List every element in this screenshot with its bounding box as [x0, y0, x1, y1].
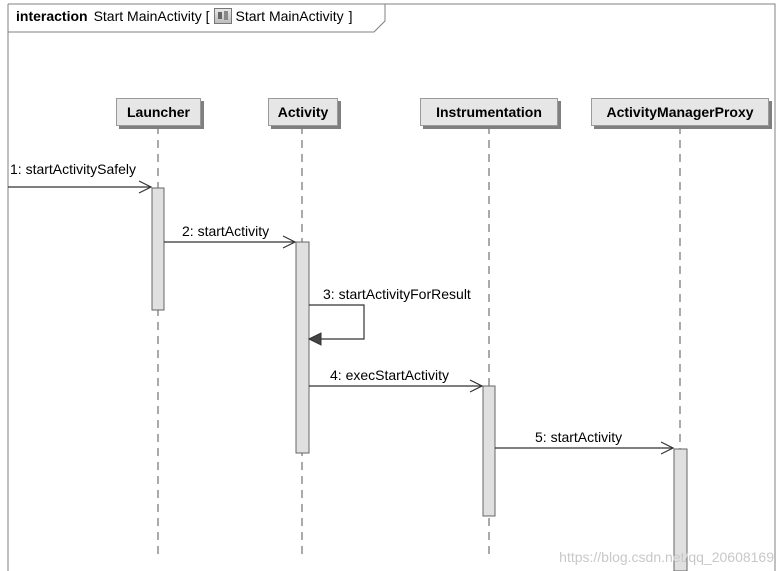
- activation-instrumentation: [482, 385, 496, 517]
- frame-border: [7, 3, 776, 571]
- message-2-label: 2: startActivity: [182, 223, 270, 239]
- frame-tab: [8, 4, 386, 33]
- lifeline-launcher: Launcher: [116, 98, 201, 126]
- message-1-label: 1: startActivitySafely: [10, 161, 137, 177]
- message-4-label: 4: execStartActivity: [330, 367, 450, 383]
- activation-amp: [673, 448, 688, 571]
- frame-close: ]: [348, 8, 353, 24]
- message-4-arrowhead: [469, 379, 484, 393]
- message-3-label: 3: startActivityForResult: [323, 286, 471, 302]
- lifeline-launcher-label: Launcher: [126, 104, 190, 120]
- watermark: https://blog.csdn.net/qq_20608169: [559, 549, 774, 565]
- lifeline-instrumentation: Instrumentation: [420, 98, 558, 126]
- activation-launcher: [151, 187, 165, 311]
- message-5-label: 5: startActivity: [535, 429, 623, 445]
- frame-keyword: interaction: [16, 8, 88, 24]
- message-2-arrowhead: [282, 235, 297, 249]
- frame-label: interaction Start MainActivity [ Start M…: [16, 8, 353, 24]
- interaction-icon: [213, 8, 232, 24]
- message-3-arrow: [309, 304, 365, 340]
- lifeline-amp: ActivityManagerProxy: [591, 98, 769, 126]
- message-1-arrowhead: [138, 180, 153, 194]
- frame-ref: Start MainActivity: [235, 8, 344, 24]
- lifeline-amp-label: ActivityManagerProxy: [606, 104, 754, 120]
- message-3-arrowhead: [307, 332, 322, 346]
- frame-name: Start MainActivity [: [93, 8, 210, 24]
- lifeline-activity-label: Activity: [277, 104, 329, 120]
- lifeline-activity: Activity: [268, 98, 338, 126]
- activation-activity: [295, 241, 310, 454]
- lifeline-instrumentation-label: Instrumentation: [436, 104, 542, 120]
- message-5-arrowhead: [660, 441, 675, 455]
